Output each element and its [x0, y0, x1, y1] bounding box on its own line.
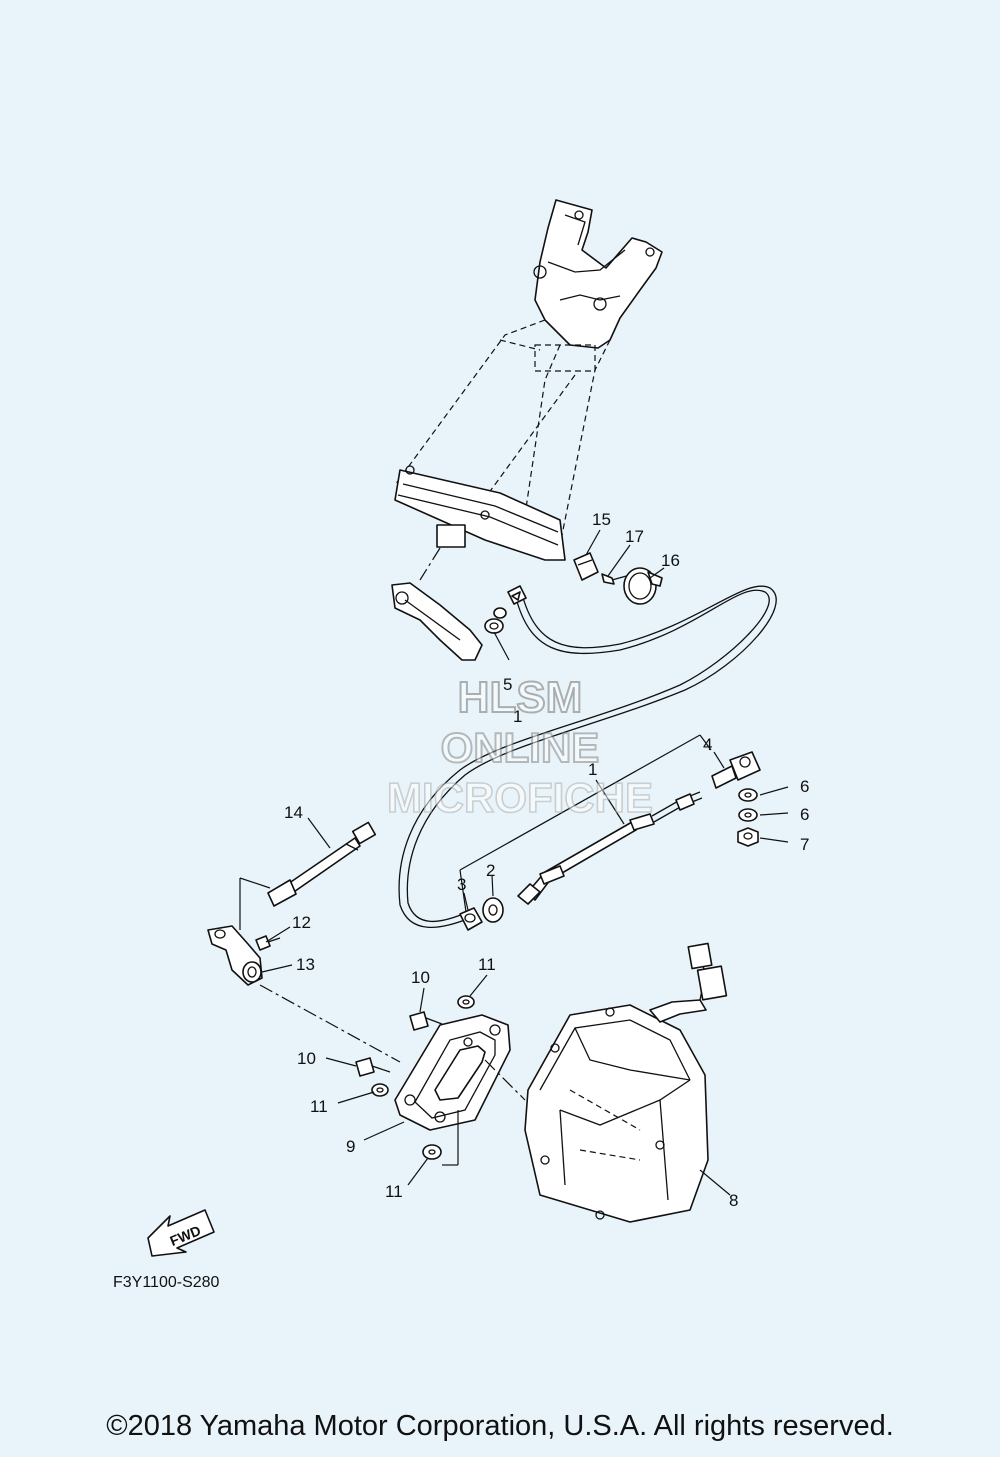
callout-3: 3	[457, 875, 466, 894]
cable-clamp-assembly	[573, 552, 663, 605]
callout-6a: 6	[800, 777, 809, 796]
diagram-code: F3Y1100-S280	[113, 1274, 220, 1291]
bolt-part-10b	[355, 1057, 391, 1077]
steering-bracket-assembly	[391, 199, 663, 661]
callout-labels: 15 17 16 5 1 4 1 6 6 7 14 2 3 12 13 10 1…	[284, 510, 809, 1210]
callout-11c: 11	[385, 1182, 403, 1201]
link-rod-assembly	[267, 821, 377, 907]
collar-part-11c	[422, 1144, 442, 1160]
leader-lines	[239, 529, 789, 1196]
callout-10a: 10	[411, 968, 430, 987]
callout-12: 12	[292, 913, 311, 932]
watermark: HLSM ONLINE MICROFICHE	[386, 672, 654, 822]
callout-9: 9	[346, 1137, 355, 1156]
callout-17: 17	[625, 527, 644, 546]
bolt-part	[255, 935, 281, 951]
callout-16: 16	[661, 551, 680, 570]
callout-1b: 1	[588, 760, 597, 779]
callout-5: 5	[503, 675, 512, 694]
callout-11a: 11	[478, 955, 496, 974]
watermark-line-2: ONLINE	[441, 724, 600, 771]
collar-part-11b	[371, 1083, 389, 1097]
collar-part-11a	[457, 995, 475, 1009]
callout-1a: 1	[513, 707, 522, 726]
fwd-arrow: FWD	[147, 1209, 215, 1257]
callout-13: 13	[296, 955, 315, 974]
callout-14: 14	[284, 803, 303, 822]
control-box	[524, 942, 728, 1223]
seal-part	[484, 607, 507, 634]
lever-part	[207, 925, 263, 986]
watermark-line-3: MICROFICHE	[387, 774, 653, 821]
callout-2: 2	[486, 861, 495, 880]
bolt-part-10a	[409, 1011, 443, 1031]
callout-7: 7	[800, 835, 809, 854]
callout-10b: 10	[297, 1049, 316, 1068]
copyright-notice: ©2018 Yamaha Motor Corporation, U.S.A. A…	[106, 1410, 894, 1442]
callout-15: 15	[592, 510, 611, 529]
callout-6b: 6	[800, 805, 809, 824]
callout-8: 8	[729, 1191, 738, 1210]
cable-end-assembly	[459, 751, 761, 931]
gasket-plate	[394, 1014, 511, 1131]
callout-4: 4	[703, 735, 712, 754]
control-cable	[398, 585, 777, 928]
callout-11b: 11	[310, 1097, 328, 1116]
watermark-line-1: HLSM	[458, 673, 583, 722]
